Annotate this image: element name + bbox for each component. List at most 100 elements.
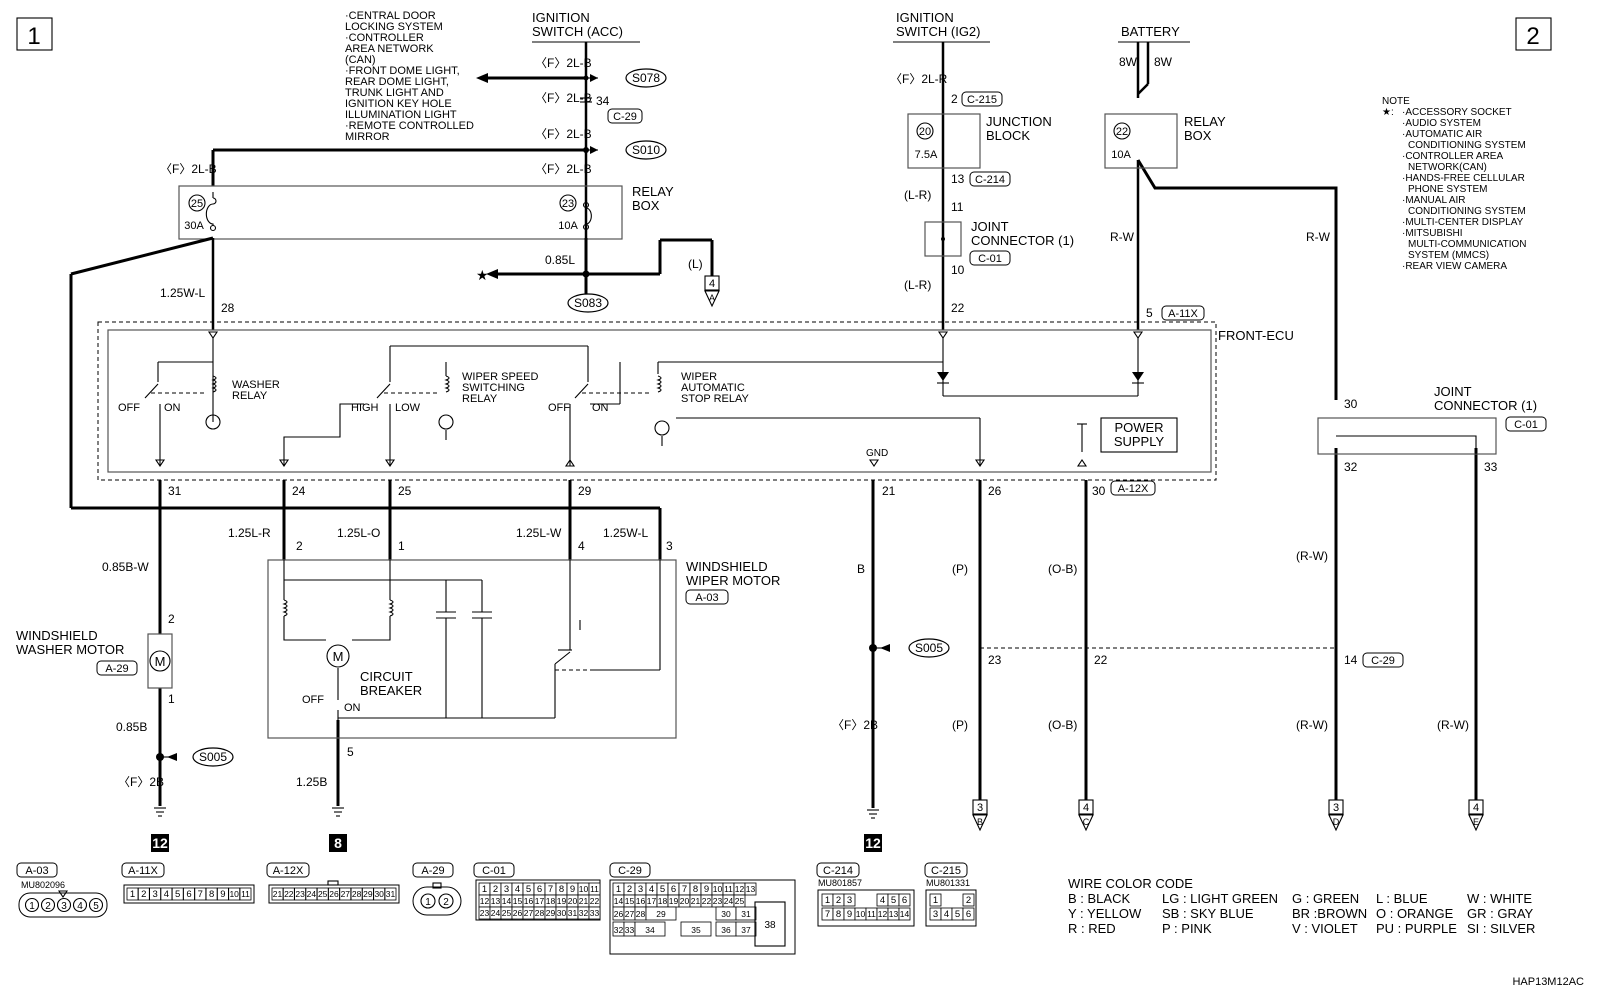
gnd-label: GND: [866, 448, 888, 459]
c214-pin: 6: [902, 895, 907, 906]
c215-pin: 3: [933, 909, 938, 920]
wire-color-code-entry: SI : SILVER: [1467, 921, 1535, 936]
acc-note-line: AREA NETWORK: [345, 43, 434, 55]
pin-5-bottom: 5: [347, 745, 354, 759]
c01-pin: 26: [513, 908, 523, 918]
c29-pin: 17: [647, 896, 657, 906]
splice-s010-label: S010: [632, 143, 660, 157]
a29-pin: 2: [443, 897, 449, 908]
c29-pin: 13: [746, 884, 756, 894]
c01-pin: 9: [570, 884, 575, 895]
ground-number-8: 8: [329, 834, 347, 852]
front-ecu-label: FRONT-ECU: [1218, 328, 1294, 343]
wire-label-lr: (L-R): [904, 278, 931, 292]
c01-right-label: C-01: [1514, 419, 1538, 431]
ref-4e-num: 4: [1473, 802, 1479, 814]
switch-high-label: HIGH: [351, 402, 379, 414]
auto-stop-label-a: WIPER: [681, 371, 717, 383]
wire-label-8w: 8W: [1154, 55, 1173, 69]
a03-pin: 1: [29, 901, 35, 912]
battery-wiring: [1136, 42, 1338, 400]
ground-washer: [154, 807, 166, 817]
c29-pin: 26: [614, 909, 624, 919]
a12x-view-label: A-12X: [273, 865, 304, 877]
splice-s005-a-label: S005: [199, 750, 227, 764]
wire-color-code-entry: Y : YELLOW: [1068, 906, 1142, 921]
connector-code-a11x: A-11X: [1161, 305, 1205, 321]
c29-pin: 9: [704, 884, 709, 895]
fuse-22-amperage: 10A: [1111, 149, 1131, 161]
c01-pin: 10: [579, 884, 589, 894]
acc-note-line: (CAN): [345, 54, 376, 66]
page-number-left: 1: [16, 17, 53, 51]
c01-pin: 5: [526, 884, 531, 895]
c215-pin-cell: [929, 893, 942, 907]
wiper-motor-label-a: WINDSHIELD: [686, 559, 768, 574]
c29-pin: 33: [625, 925, 635, 935]
c29-pin: 34: [645, 925, 655, 935]
wire-label-f2b-2: 〈F〉2B: [832, 718, 878, 732]
a29-view-label: A-29: [421, 865, 444, 877]
auto-stop-label-c: STOP RELAY: [681, 393, 750, 405]
wire-color-code-entry: W : WHITE: [1467, 891, 1532, 906]
c29-pin-cell: [645, 906, 677, 921]
acc-note-line: REAR DOME LIGHT,: [345, 76, 449, 88]
wire-label-f2lb: 〈F〉2L-B: [535, 56, 592, 70]
ground-8-text: 8: [334, 835, 342, 851]
pin-22-bottom: 22: [1094, 653, 1108, 667]
wiper-motor-label-b: WIPER MOTOR: [686, 573, 780, 588]
c215-label: C-215: [967, 94, 997, 106]
motor-pin-3: 3: [666, 539, 673, 553]
wire-label-p: (P): [952, 718, 968, 732]
wire-label-125lr: 1.25L-R: [228, 526, 271, 540]
a12x-pin: 23: [295, 889, 305, 899]
fuse-22-number: 22: [1116, 126, 1128, 138]
acc-header-line1: IGNITION: [532, 10, 590, 25]
a11x-pin: 4: [164, 889, 169, 900]
connector-code-c215: C-215: [961, 91, 1003, 107]
fuse-25-number: 25: [191, 198, 203, 210]
page-ref-3b: 3 B: [972, 799, 988, 832]
ref-3d-num: 3: [1333, 802, 1339, 814]
c01-pin: 28: [535, 908, 545, 918]
a03-view-label: A-03: [25, 865, 48, 877]
wire-label-rw-paren: (R-W): [1296, 549, 1328, 563]
c29-pin: 16: [636, 896, 646, 906]
a11x-pin: 11: [241, 889, 250, 899]
wire-label-rw-paren: (R-W): [1296, 718, 1328, 732]
acc-note-line: TRUNK LIGHT AND: [345, 87, 444, 99]
switch-on-label: ON: [164, 402, 181, 414]
acc-note-line: ·CONTROLLER: [345, 32, 424, 44]
acc-load-list: ·CENTRAL DOOR LOCKING SYSTEM ·CONTROLLER…: [345, 10, 474, 143]
wire-color-code-entry: L : BLUE: [1376, 891, 1428, 906]
note-item: ·HANDS-FREE CELLULAR: [1402, 173, 1525, 184]
c215-pin: 5: [955, 909, 960, 920]
wire-label-125b: 1.25B: [296, 775, 327, 789]
pin-10: 10: [951, 263, 965, 277]
c01-pin: 11: [590, 884, 599, 894]
a12x-pin-cell: [384, 887, 397, 901]
splice-s083-label: S083: [574, 296, 602, 310]
star-marker: ★: [476, 267, 489, 283]
c29-pin: 32: [614, 925, 624, 935]
a03-pin: 3: [61, 901, 67, 912]
wire-label-p: (P): [952, 562, 968, 576]
a11x-pin: 7: [198, 889, 203, 900]
relay-box-1-label-a: RELAY: [632, 184, 674, 199]
connector-code-c29-top: C-29: [607, 108, 643, 124]
acc-note-line: ·REMOTE CONTROLLED: [345, 120, 474, 132]
acc-note-line: ·FRONT DOME LIGHT,: [345, 65, 460, 77]
c214-pin: 2: [836, 895, 841, 906]
a03-pin: 4: [77, 901, 83, 912]
fuse-23-number: 23: [562, 198, 574, 210]
a11x-pin: 10: [229, 889, 239, 899]
a03-pin: 5: [93, 901, 99, 912]
joint-connector-2-label-b: CONNECTOR (1): [1434, 398, 1537, 413]
c214-pin: 5: [891, 895, 896, 906]
c29-top-label: C-29: [613, 111, 637, 123]
c29-pin: 7: [682, 884, 687, 895]
